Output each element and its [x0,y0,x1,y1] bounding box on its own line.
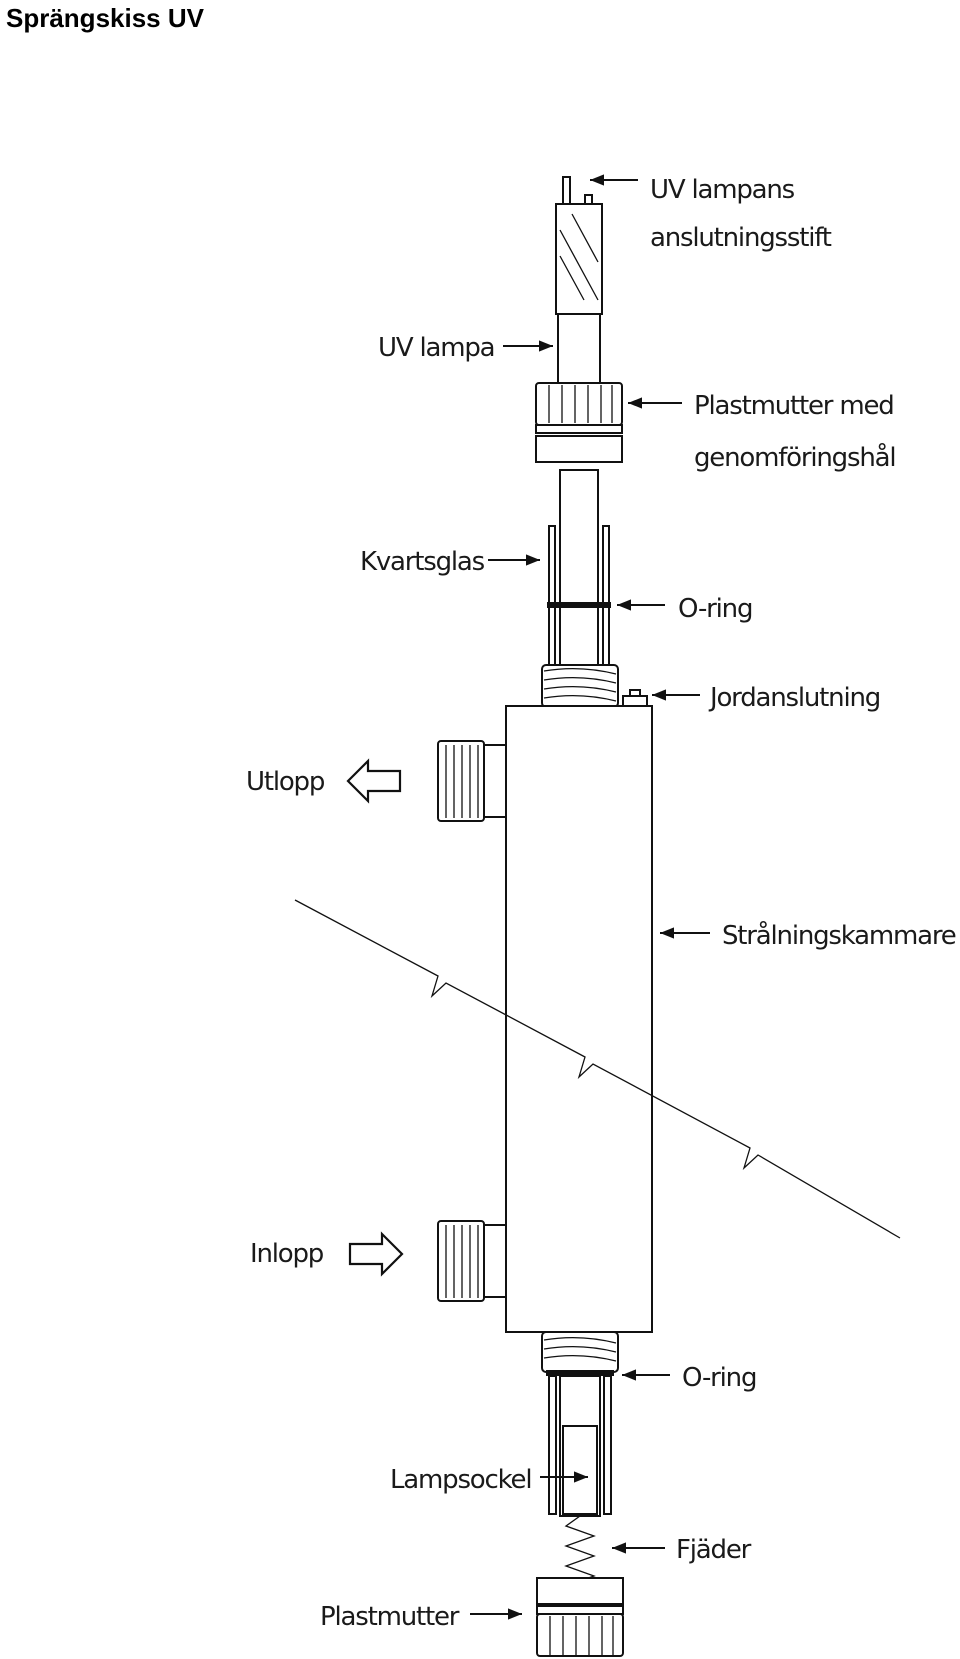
bottom-plastic-nut [536,1577,624,1657]
label-inlet: Inlopp [250,1239,324,1269]
label-nut-line1: Plastmutter med [694,391,894,421]
break-line [294,899,901,1239]
inlet-port [437,1220,507,1302]
label-oring-top: O-ring [678,594,752,624]
label-pins-line1: UV lampans [650,175,795,205]
label-spring: Fjäder [676,1535,752,1565]
o-ring-bottom [546,1370,614,1376]
label-chamber: Strålningskammare [722,920,956,951]
inlet-flow-arrow [348,1231,404,1277]
lamp-socket [548,1375,612,1517]
label-nut-line2: genomföringshål [694,442,895,473]
uv-lamp [555,203,603,671]
o-ring-top [547,602,611,608]
label-pins-line2: anslutningsstift [650,223,832,253]
label-lamp-socket: Lampsockel [390,1465,531,1495]
label-uv-lamp: UV lampa [378,333,494,363]
leader-arrows [470,174,710,1620]
plastic-nut-with-hole [535,382,623,463]
radiation-chamber [505,705,653,1333]
threaded-neck-bottom [541,1331,619,1373]
ground-terminal [622,689,648,707]
label-outlet: Utlopp [246,767,325,797]
label-ground: Jordanslutning [708,683,880,713]
label-oring-bottom: O-ring [682,1363,756,1393]
label-bottom-nut: Plastmutter [320,1602,460,1632]
page-title: Sprängskiss UV [6,3,204,33]
label-quartz: Kvartsglas [360,547,485,577]
outlet-port [437,740,507,822]
threaded-neck-top [541,664,619,708]
outlet-flow-arrow [346,758,402,804]
